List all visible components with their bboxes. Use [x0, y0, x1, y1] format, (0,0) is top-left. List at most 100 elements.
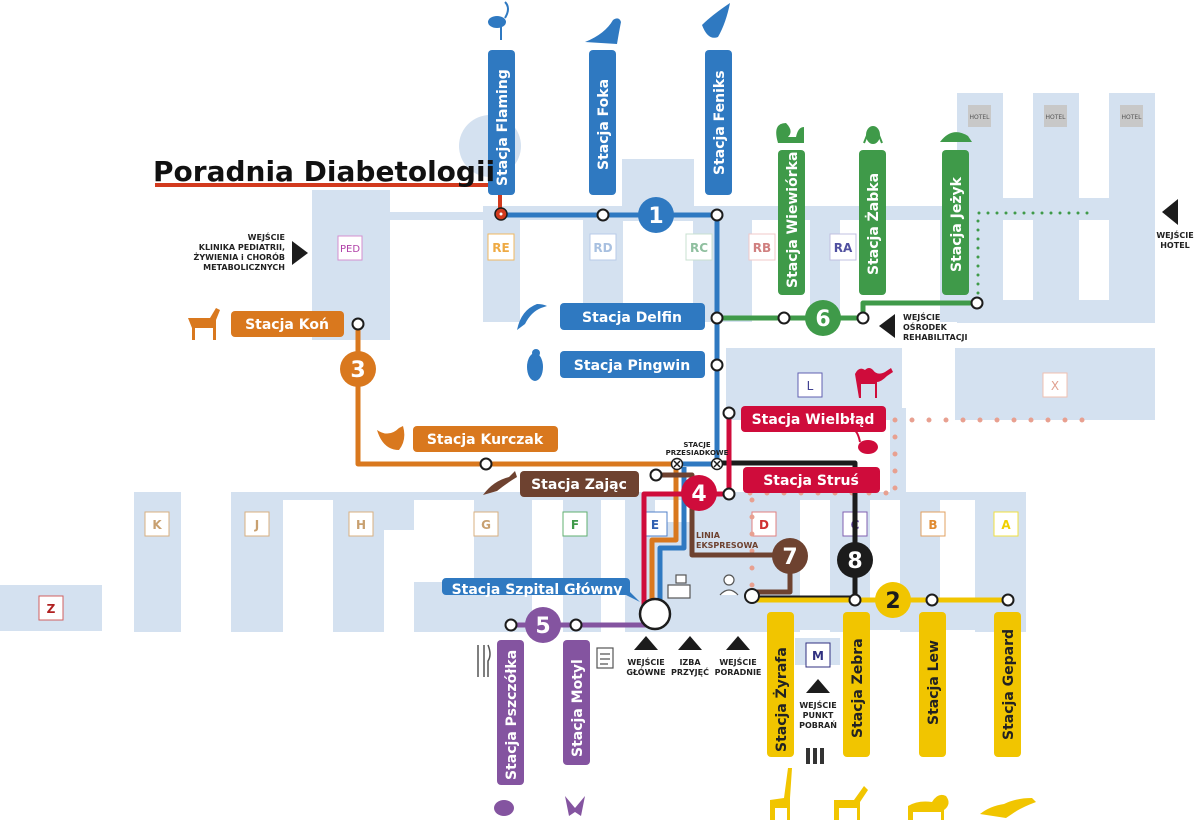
line-badge-3[interactable]: 3 — [340, 351, 376, 387]
svg-text:Stacja Foka: Stacja Foka — [596, 79, 612, 170]
hedgehog-icon — [940, 132, 972, 142]
phoenix-icon — [702, 3, 730, 38]
svg-text:Stacja Jeżyk: Stacja Jeżyk — [949, 176, 965, 272]
svg-text:1: 1 — [648, 204, 663, 229]
svg-text:WEJŚCIE: WEJŚCIE — [903, 311, 940, 322]
svg-text:3: 3 — [350, 358, 365, 383]
transfer-stations — [670, 457, 724, 471]
svg-text:RA: RA — [834, 241, 853, 255]
line-badge-7[interactable]: 7 — [772, 538, 808, 574]
line-badge-6[interactable]: 6 — [805, 300, 841, 336]
entrance-izba-przyjec[interactable]: IZBA PRZYJĘĆ — [671, 636, 709, 677]
giraffe-icon — [770, 768, 792, 820]
entrance-punkt-pobran[interactable]: WEJŚCIE PUNKT POBRAŃ — [799, 679, 837, 730]
svg-text:Stacja Żabka: Stacja Żabka — [865, 173, 882, 275]
svg-text:Stacja Żyrafa: Stacja Żyrafa — [773, 647, 790, 752]
station-motyl[interactable]: Stacja Motyl — [563, 640, 590, 765]
station-kon[interactable]: Stacja Koń — [231, 311, 344, 337]
svg-text:WEJŚCIE: WEJŚCIE — [627, 656, 664, 667]
svg-text:F: F — [571, 518, 579, 532]
svg-text:RB: RB — [753, 241, 771, 255]
lion-icon — [908, 794, 949, 820]
svg-text:HOTEL: HOTEL — [1045, 114, 1066, 121]
building-g: G — [473, 511, 499, 537]
station-szpital-glowny[interactable]: Stacja Szpital Główny — [442, 578, 640, 602]
station-feniks[interactable]: Stacja Feniks — [705, 50, 732, 195]
building-f: F — [562, 511, 588, 537]
entrance-hotel[interactable]: WEJŚCIE HOTEL — [1156, 199, 1194, 250]
building-e: E — [642, 511, 668, 537]
building-a: A — [993, 511, 1019, 537]
svg-text:Stacja Wiewiórka: Stacja Wiewiórka — [785, 152, 801, 288]
building-b: B — [920, 511, 946, 537]
station-delfin[interactable]: Stacja Delfin — [560, 303, 705, 330]
dolphin-icon — [517, 304, 547, 330]
building-ra: RA — [829, 233, 857, 261]
svg-text:METABOLICZNYCH: METABOLICZNYCH — [203, 263, 285, 272]
line-badge-1[interactable]: 1 — [638, 197, 674, 233]
svg-text:A: A — [1001, 518, 1011, 532]
station-wiewiorka[interactable]: Stacja Wiewiórka — [778, 150, 805, 295]
station-zajac[interactable]: Stacja Zając — [520, 471, 639, 497]
station-jezyk[interactable]: Stacja Jeżyk — [942, 150, 969, 295]
hotel-labels: HOTEL HOTEL HOTEL — [968, 105, 1143, 127]
penguin-icon — [527, 349, 543, 381]
svg-text:RE: RE — [492, 241, 509, 255]
transfer-label: STACJE — [683, 441, 710, 449]
svg-text:IZBA: IZBA — [679, 658, 701, 667]
seal-icon — [585, 18, 621, 44]
entrance-poradnie[interactable]: WEJŚCIE PORADNIE — [715, 636, 762, 677]
svg-text:PRZESIADKOWE: PRZESIADKOWE — [666, 449, 729, 457]
building-j: J — [244, 511, 270, 537]
station-lew[interactable]: Stacja Lew — [919, 612, 946, 757]
svg-text:HOTEL: HOTEL — [1121, 114, 1142, 121]
butterfly-icon — [565, 796, 585, 816]
building-re: RE — [487, 233, 515, 261]
camel-icon — [855, 368, 893, 398]
svg-text:Stacja Pingwin: Stacja Pingwin — [574, 358, 690, 374]
station-zebra[interactable]: Stacja Zebra — [843, 612, 870, 757]
entrance-rehab[interactable]: WEJŚCIE OŚRODEK REHABILITACJI — [879, 311, 968, 342]
line-badge-2[interactable]: 2 — [875, 582, 911, 618]
entrance-pediatria[interactable]: WEJŚCIE KLINIKA PEDIATRII, ŻYWIENIA i CH… — [194, 231, 308, 272]
station-flaming[interactable]: Stacja Flaming — [488, 50, 515, 195]
building-h: H — [348, 511, 374, 537]
svg-text:K: K — [152, 518, 162, 532]
svg-text:Stacja Kurczak: Stacja Kurczak — [427, 432, 544, 448]
building-z: Z — [38, 595, 64, 621]
line-badge-5[interactable]: 5 — [525, 607, 561, 643]
station-strus[interactable]: Stacja Struś — [743, 467, 880, 493]
station-gepard[interactable]: Stacja Gepard — [994, 612, 1021, 757]
svg-text:REHABILITACJI: REHABILITACJI — [903, 333, 968, 342]
cash-register-icon — [667, 574, 691, 599]
svg-text:E: E — [651, 518, 659, 532]
express-line-label: LINIA — [696, 531, 721, 540]
frog-icon — [863, 126, 883, 144]
station-wielblad[interactable]: Stacja Wielbłąd — [741, 406, 886, 432]
entrance-arrow-icon — [806, 679, 830, 693]
line-badge-4[interactable]: 4 — [681, 475, 717, 511]
svg-text:Stacja Lew: Stacja Lew — [926, 640, 942, 725]
building-rc: RC — [685, 233, 713, 261]
horse-icon — [188, 308, 220, 340]
svg-text:GŁÓWNE: GŁÓWNE — [626, 666, 665, 677]
station-zabka[interactable]: Stacja Żabka — [859, 150, 886, 295]
entrance-glowne[interactable]: WEJŚCIE GŁÓWNE — [626, 636, 666, 677]
svg-text:6: 6 — [815, 307, 830, 332]
station-kurczak[interactable]: Stacja Kurczak — [413, 426, 558, 452]
station-zyrafa[interactable]: Stacja Żyrafa — [767, 612, 794, 757]
svg-text:Stacja Feniks: Stacja Feniks — [712, 70, 728, 175]
station-foka[interactable]: Stacja Foka — [589, 50, 616, 195]
entrance-arrow-icon — [879, 314, 895, 338]
svg-text:PUNKT: PUNKT — [803, 711, 834, 720]
page-title: Poradnia Diabetologii — [153, 155, 495, 188]
svg-text:WEJŚCIE: WEJŚCIE — [248, 231, 285, 242]
svg-text:Stacja Koń: Stacja Koń — [245, 317, 329, 333]
svg-text:Stacja Motyl: Stacja Motyl — [570, 659, 586, 757]
line-badge-8[interactable]: 8 — [837, 542, 873, 578]
svg-text:Stacja Delfin: Stacja Delfin — [582, 310, 682, 326]
station-pingwin[interactable]: Stacja Pingwin — [560, 351, 705, 378]
svg-text:2: 2 — [885, 589, 900, 614]
station-pszczolka[interactable]: Stacja Pszczółka — [497, 640, 524, 785]
svg-text:WEJŚCIE: WEJŚCIE — [719, 656, 756, 667]
